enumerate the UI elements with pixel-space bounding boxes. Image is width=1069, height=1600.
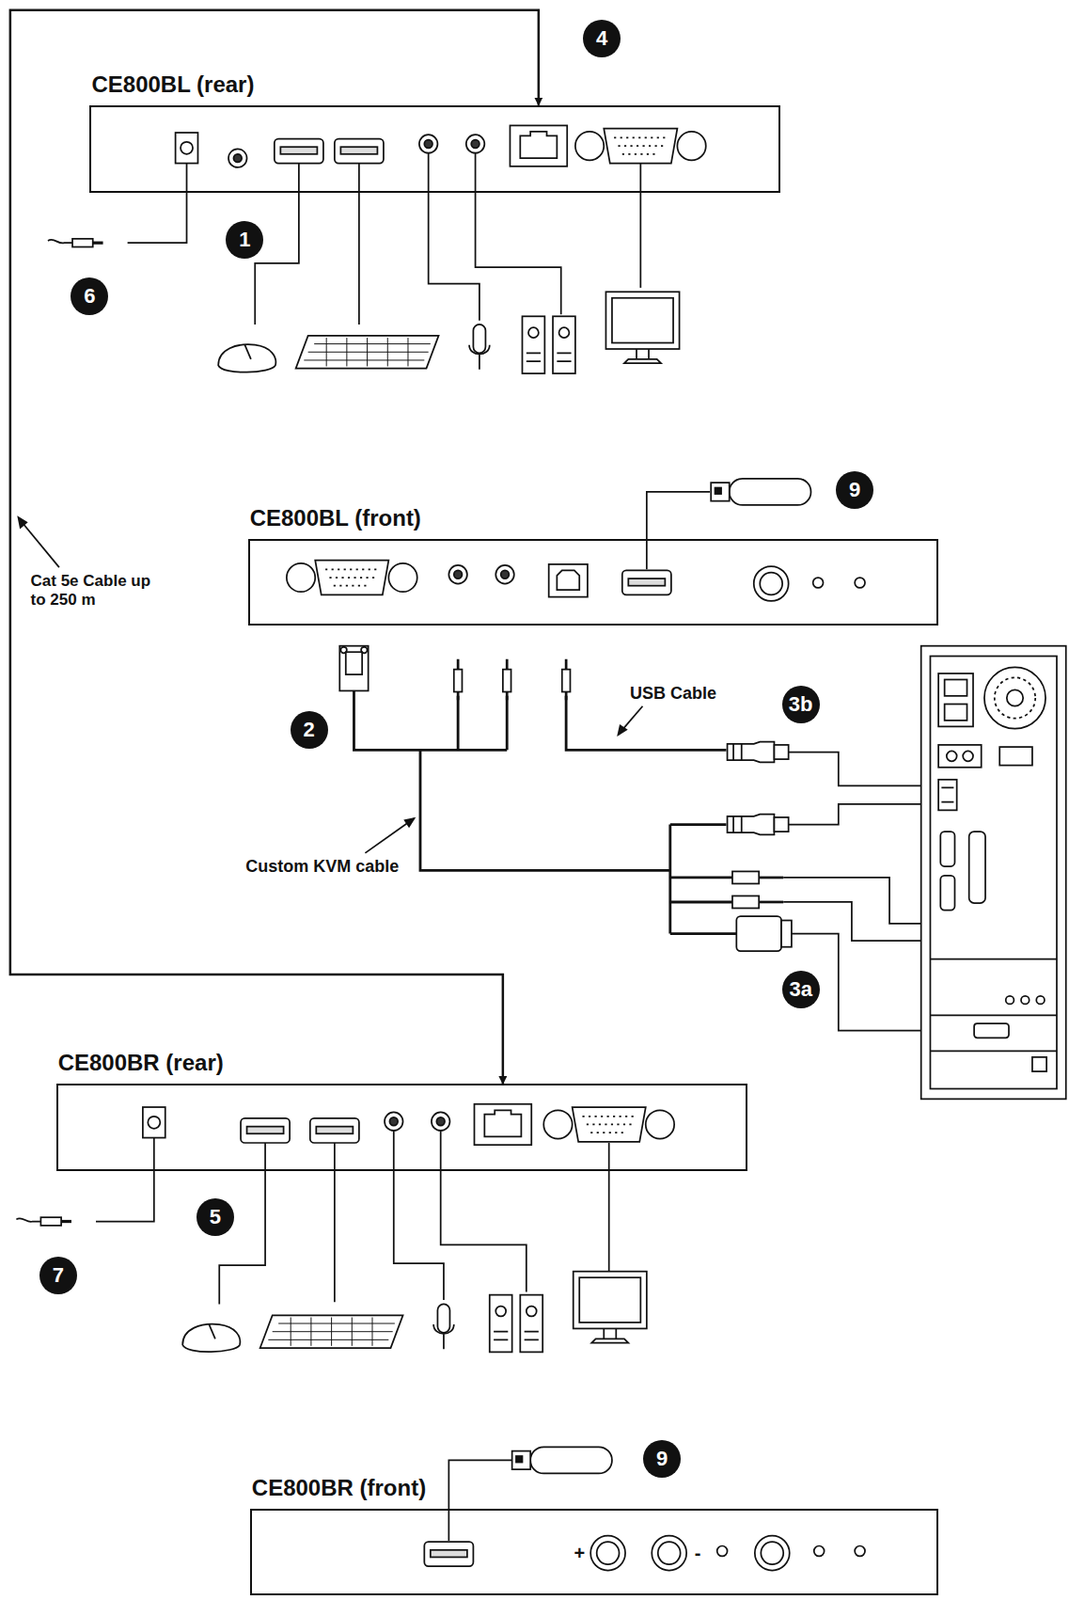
- device-panel: CE800BL (rear): [89, 105, 780, 193]
- callout-number: 6: [70, 277, 109, 315]
- panel-title: CE800BR (front): [251, 1474, 426, 1501]
- device-panel: CE800BL (front): [248, 538, 939, 626]
- cable-label: USB Cable: [628, 682, 719, 703]
- callout-number: 5: [196, 1197, 235, 1236]
- callout-number: 3b: [782, 685, 820, 724]
- callout-number: 4: [582, 19, 621, 58]
- callout-number: 9: [643, 1439, 681, 1478]
- callout-number: 9: [835, 471, 874, 509]
- panel-title: CE800BL (front): [250, 504, 422, 532]
- panel-title: CE800BR (rear): [58, 1049, 224, 1076]
- callout-number: 7: [39, 1256, 78, 1294]
- device-panel: CE800BR (front): [250, 1508, 939, 1595]
- button-sign: -: [694, 1541, 702, 1564]
- callout-number: 3a: [782, 970, 820, 1008]
- panel-title: CE800BL (rear): [91, 71, 254, 98]
- callout-number: 1: [225, 220, 264, 259]
- cable-label: Custom KVM cable: [243, 856, 401, 877]
- device-panel: CE800BR (rear): [56, 1083, 749, 1171]
- callout-number: 2: [290, 710, 329, 749]
- cable-label: Cat 5e Cable up to 250 m: [31, 571, 152, 611]
- button-sign: +: [573, 1541, 585, 1564]
